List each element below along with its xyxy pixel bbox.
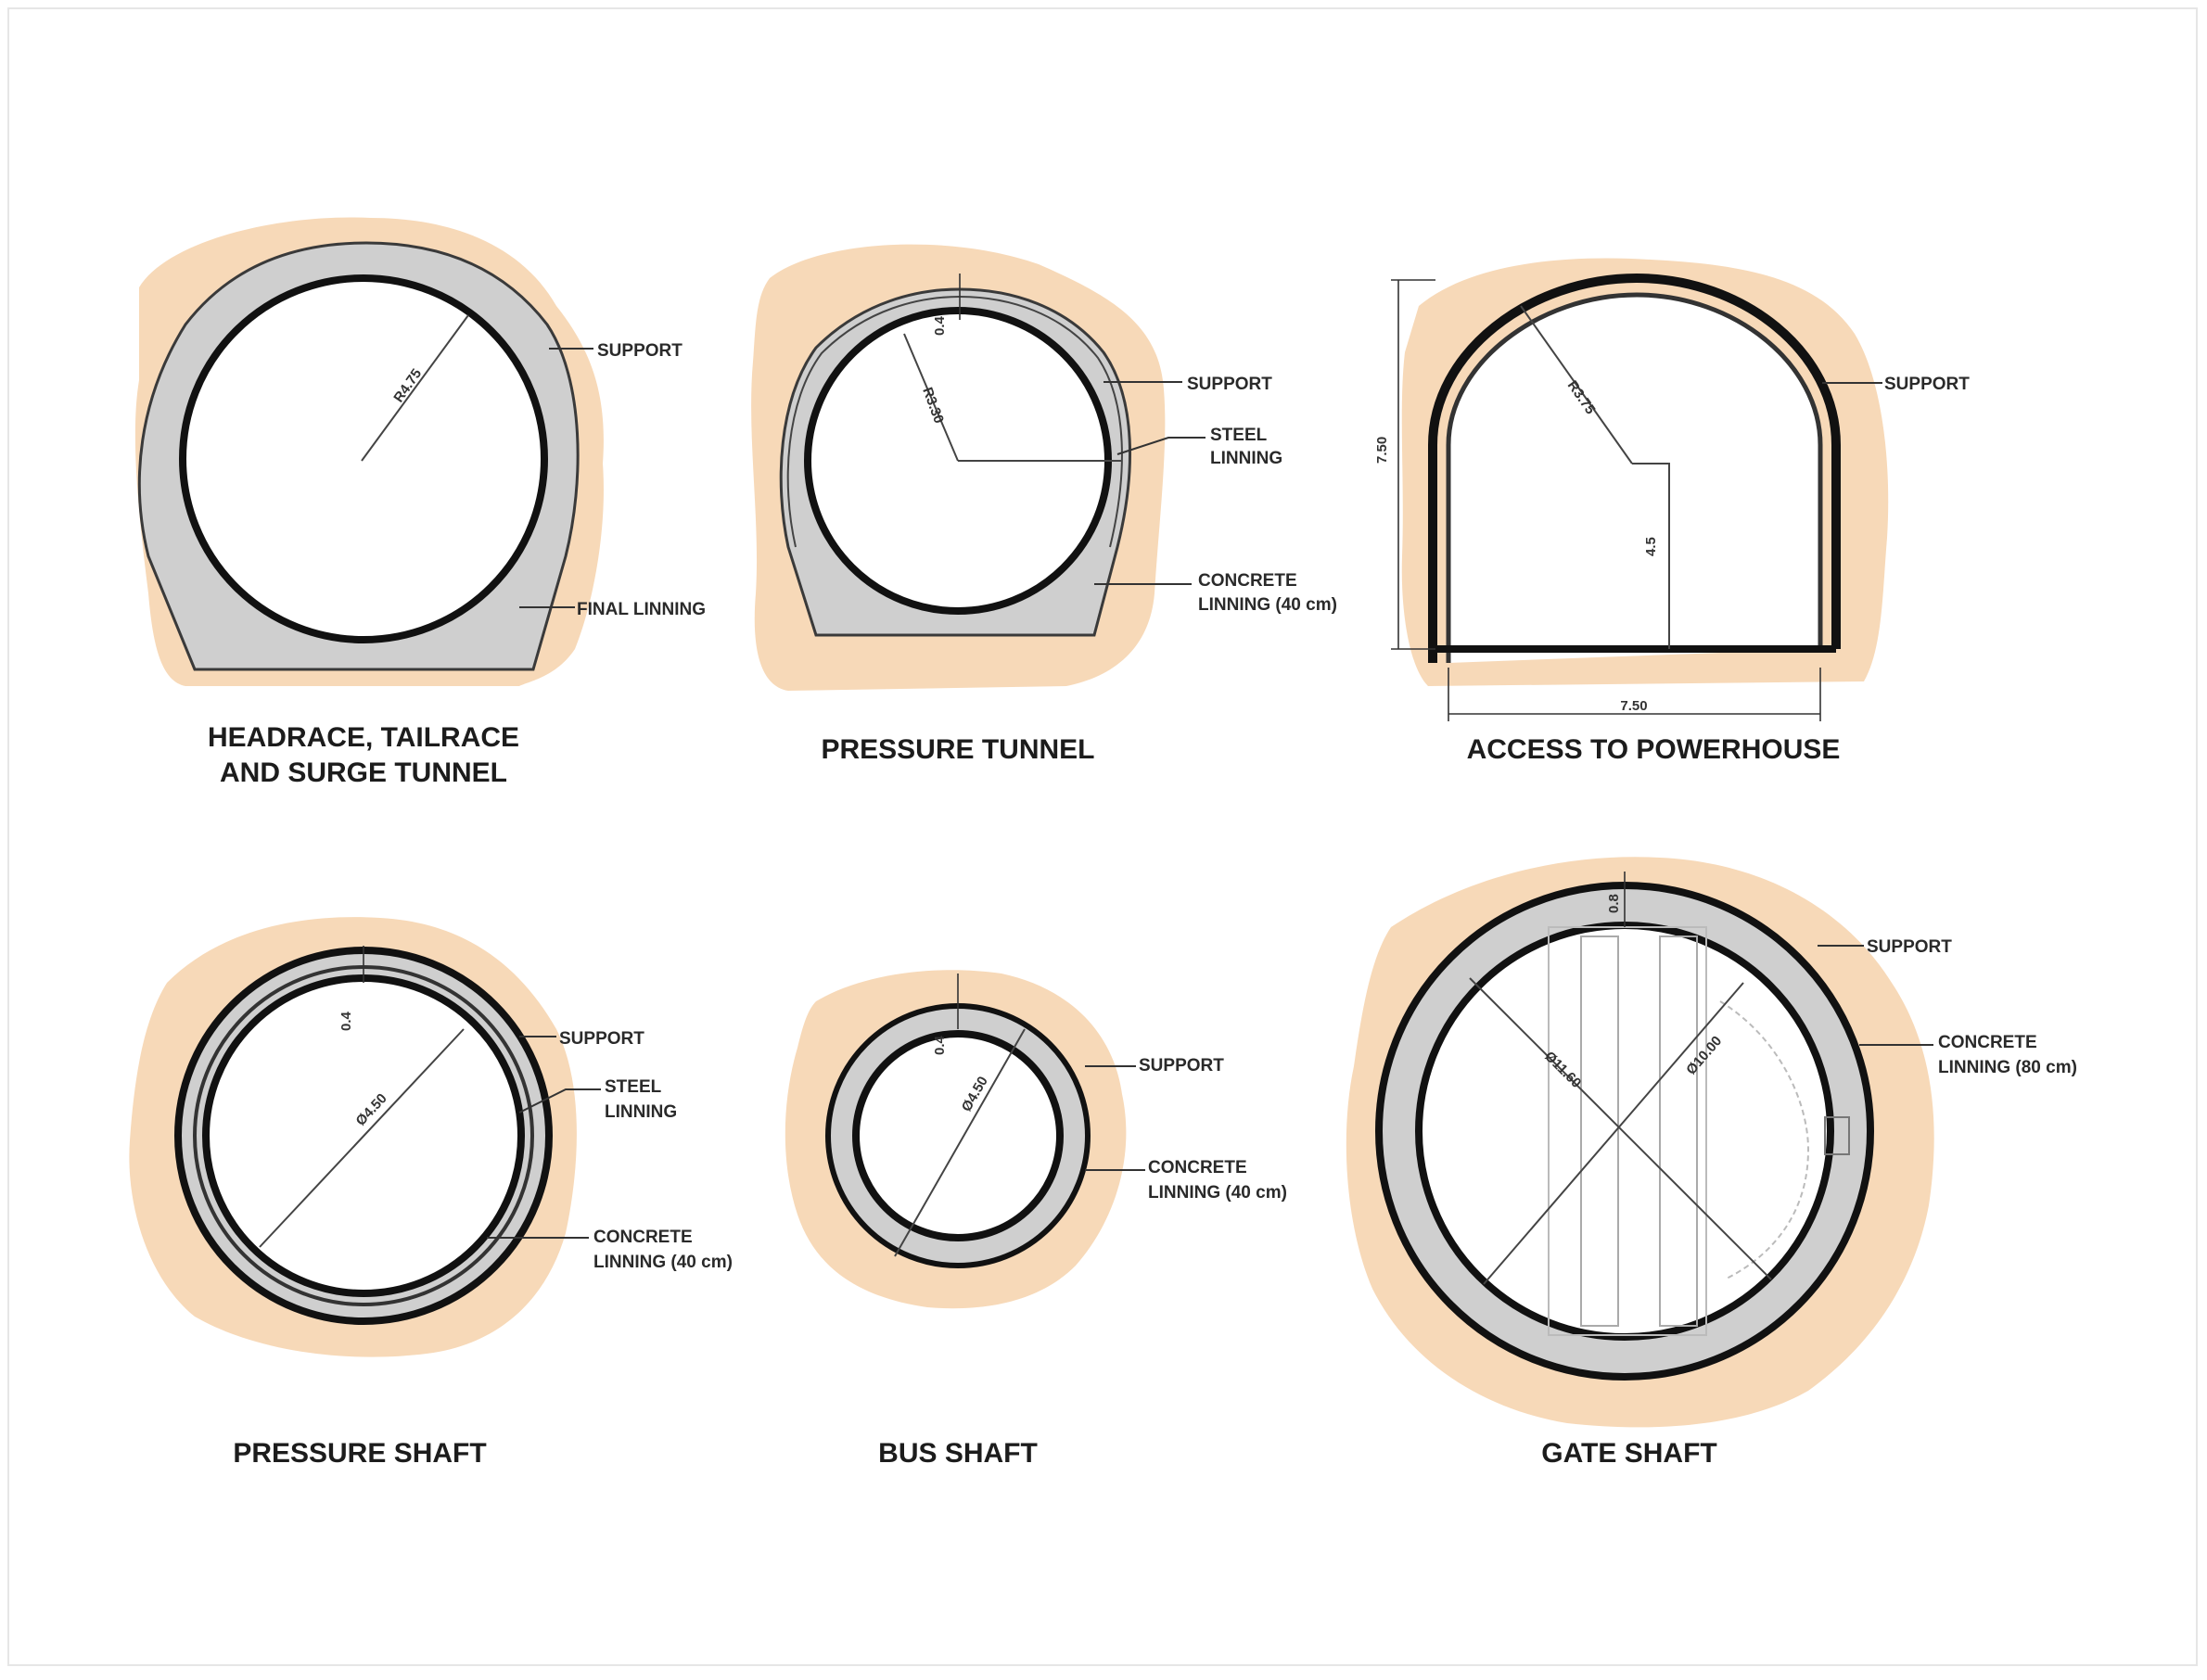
gate-shaft-gate-structure xyxy=(1548,926,1850,1336)
gate-shaft-guide-right xyxy=(1659,935,1698,1327)
access-outer-outline xyxy=(1428,273,1841,663)
gate-shaft-guide-left xyxy=(1580,935,1619,1327)
pressure-shaft-steel-label-2: LINNING xyxy=(605,1102,677,1122)
access-springline-dim xyxy=(1632,463,1670,649)
pressure-tunnel-section: R3.30 0.4 SUPPORT STEEL LINNING CONCRETE… xyxy=(751,244,1337,765)
gate-shaft-support-label: SUPPORT xyxy=(1867,937,1952,957)
gate-shaft-slot-outline xyxy=(1548,926,1707,1336)
headrace-title-line2: AND SURGE TUNNEL xyxy=(220,757,507,788)
bus-shaft-concrete-label: CONCRETE xyxy=(1148,1158,1247,1177)
gate-shaft-vent xyxy=(1824,1116,1850,1155)
pressure-shaft-steel-leader xyxy=(518,1088,601,1114)
gate-shaft-title: GATE SHAFT xyxy=(1541,1438,1716,1469)
access-total-height-label: 7.50 xyxy=(1374,437,1390,464)
bus-shaft-title: BUS SHAFT xyxy=(878,1438,1038,1469)
headrace-title-line1: HEADRACE, TAILRACE xyxy=(208,722,519,753)
bus-shaft-section: Ø4.50 0.4 SUPPORT CONCRETE LINNING (40 c… xyxy=(785,970,1287,1469)
access-support-lining xyxy=(1446,292,1823,663)
pressure-tunnel-radius-line xyxy=(903,333,959,462)
bus-shaft-bore xyxy=(852,1030,1064,1241)
pressure-shaft-thickness-label: 0.4 xyxy=(338,1011,354,1031)
access-section: R3.75 4.5 7.50 7.50 SUPPORT ACCESS TO PO… xyxy=(1374,258,1970,765)
bus-shaft-diameter-line xyxy=(894,1028,1026,1257)
gate-shaft-diameter-line-inner xyxy=(1483,982,1744,1285)
access-support-label: SUPPORT xyxy=(1884,375,1970,394)
access-height-label: 4.5 xyxy=(1643,537,1659,556)
bus-shaft-concrete-label-2: LINNING (40 cm) xyxy=(1148,1183,1287,1203)
pressure-tunnel-steel-label-2: LINNING xyxy=(1210,449,1282,468)
pressure-tunnel-concrete-label-2: LINNING (40 cm) xyxy=(1198,595,1337,615)
pressure-shaft-title: PRESSURE SHAFT xyxy=(233,1438,486,1469)
headrace-lining-label: FINAL LINNING xyxy=(577,600,706,619)
pressure-tunnel-steel-label: STEEL xyxy=(1210,426,1268,445)
gate-shaft-section: Ø11.60 Ø10.00 0.8 SUPPORT CONCRETE LINNI… xyxy=(1346,857,2077,1469)
access-title: ACCESS TO POWERHOUSE xyxy=(1467,734,1841,765)
bus-shaft-support-label: SUPPORT xyxy=(1139,1056,1224,1075)
bus-shaft-thickness-label: 0.4 xyxy=(932,1035,948,1055)
pressure-shaft-concrete-label-2: LINNING (40 cm) xyxy=(593,1253,733,1272)
page-frame xyxy=(7,7,2198,1666)
pressure-shaft-concrete-label: CONCRETE xyxy=(593,1228,693,1247)
access-radius-line xyxy=(1520,305,1633,465)
pressure-shaft-diameter-line xyxy=(259,1028,465,1248)
pressure-shaft-support-label: SUPPORT xyxy=(559,1029,644,1049)
access-width-label: 7.50 xyxy=(1620,698,1647,714)
pressure-tunnel-thickness-label: 0.4 xyxy=(932,315,948,336)
pressure-tunnel-concrete-label: CONCRETE xyxy=(1198,571,1297,591)
gate-shaft-concrete-label-2: LINNING (80 cm) xyxy=(1938,1058,2077,1077)
gate-shaft-thickness-label: 0.8 xyxy=(1606,894,1622,913)
headrace-radius-line xyxy=(361,314,469,462)
headrace-section: R4.75 SUPPORT FINAL LINNING HEADRACE, TA… xyxy=(134,217,706,788)
gate-shaft-diameter-line-outer xyxy=(1469,977,1772,1280)
pressure-tunnel-steel-leader xyxy=(1116,437,1206,455)
gate-shaft-hoist-arc xyxy=(1719,1000,1810,1280)
pressure-tunnel-title: PRESSURE TUNNEL xyxy=(821,734,1094,765)
pressure-shaft-section: Ø4.50 0.4 SUPPORT STEEL LINNING CONCRETE… xyxy=(129,917,733,1469)
gate-shaft-concrete-label: CONCRETE xyxy=(1938,1033,2037,1052)
pressure-tunnel-support-label: SUPPORT xyxy=(1187,375,1272,394)
pressure-shaft-steel-label: STEEL xyxy=(605,1077,662,1097)
headrace-support-label: SUPPORT xyxy=(597,341,683,361)
